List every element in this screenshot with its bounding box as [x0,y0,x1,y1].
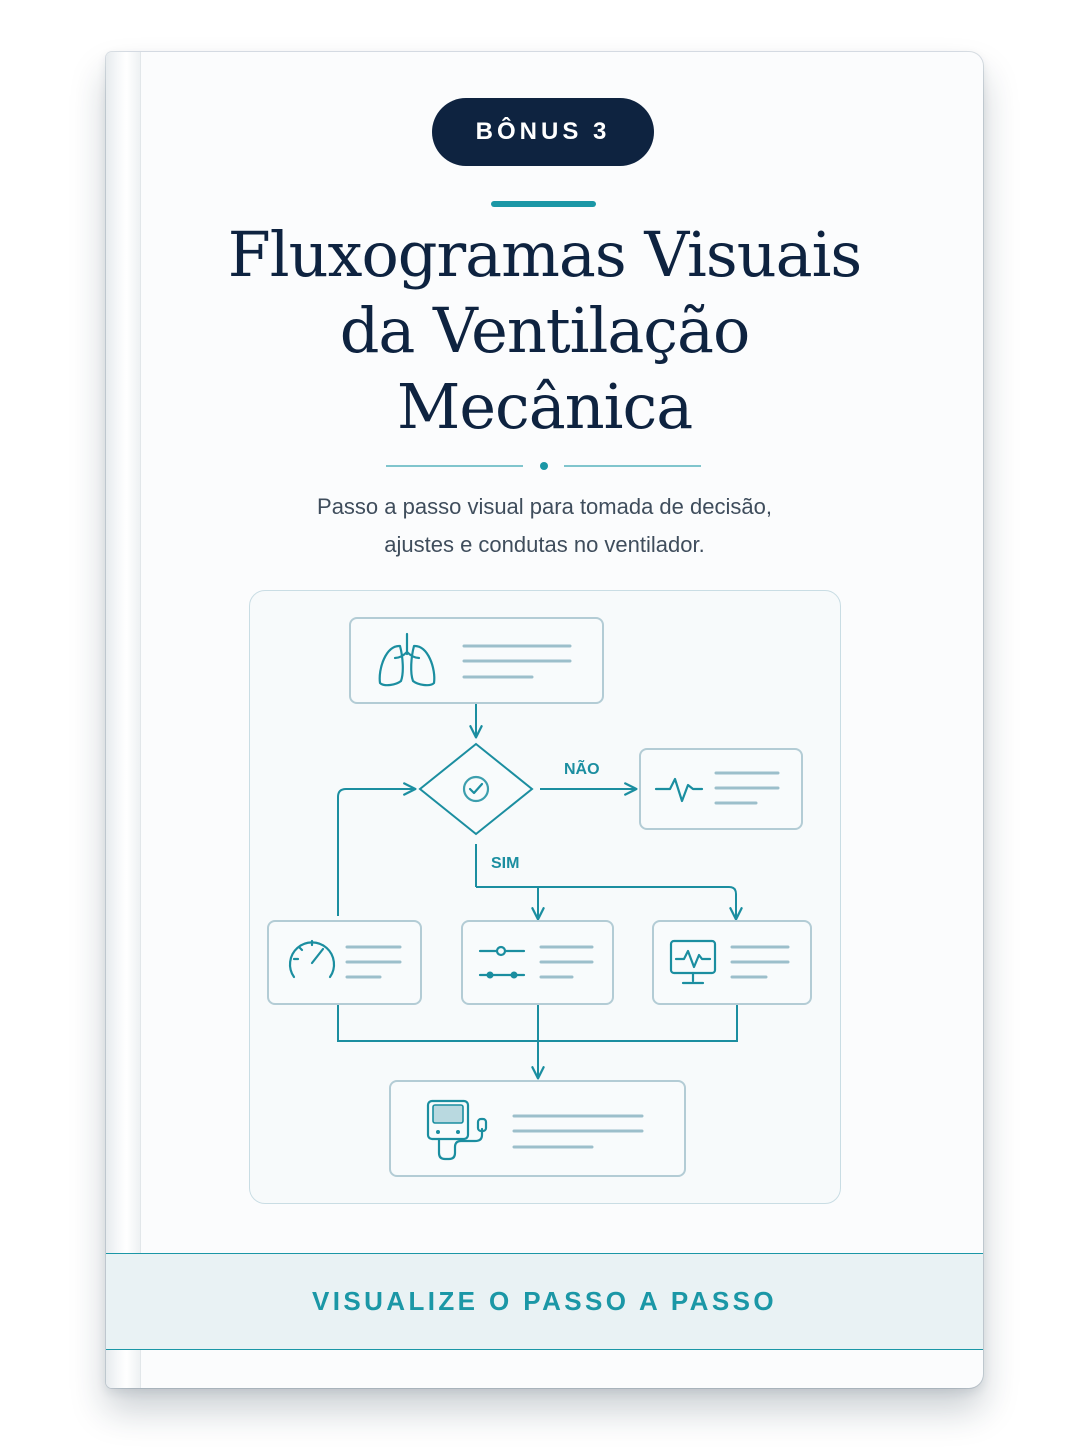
footer-band: VISUALIZE O PASSO A PASSO [106,1253,983,1350]
lungs-icon [378,632,436,687]
flowchart-diagram: NÃO SIM [267,617,812,1177]
ventilator-icon [426,1099,488,1161]
flow-node-settings [461,920,614,1005]
book-spine [106,52,141,1388]
footer-tagline: VISUALIZE O PASSO A PASSO [312,1286,777,1316]
flow-node-pressure [267,920,422,1005]
cover-title: Fluxogramas Visuais da Ventilação Mecâni… [166,217,923,445]
waveform-icon [654,777,704,803]
book-cover: BÔNUS 3 Fluxogramas Visuais da Ventilaçã… [106,52,983,1388]
check-icon [462,775,490,803]
subtitle-line-1: Passo a passo visual para tomada de deci… [317,494,772,519]
title-line-2: da Ventilação [339,294,751,367]
subtitle-line-2: ajustes e condutas no ventilador. [384,532,705,557]
monitor-icon [669,939,717,985]
connector-yes-branch [476,886,743,921]
flow-node-ventilator [389,1080,686,1177]
flow-decision [418,742,534,836]
flow-node-start [349,617,604,704]
flow-node-alert [639,748,803,830]
bonus-badge: BÔNUS 3 [432,98,654,166]
cover-subtitle: Passo a passo visual para tomada de deci… [186,488,903,564]
gauge-icon [288,939,336,979]
flowchart-panel: NÃO SIM [249,590,841,1204]
no-label: NÃO [564,758,600,778]
sliders-icon [478,945,526,979]
flow-node-monitor [652,920,812,1005]
ornament-divider [386,461,701,471]
title-line-3: Mecânica [396,370,693,443]
yes-label: SIM [491,855,519,872]
accent-line [491,201,596,207]
connector-loop-back [337,782,417,916]
title-line-1: Fluxogramas Visuais [227,218,863,291]
